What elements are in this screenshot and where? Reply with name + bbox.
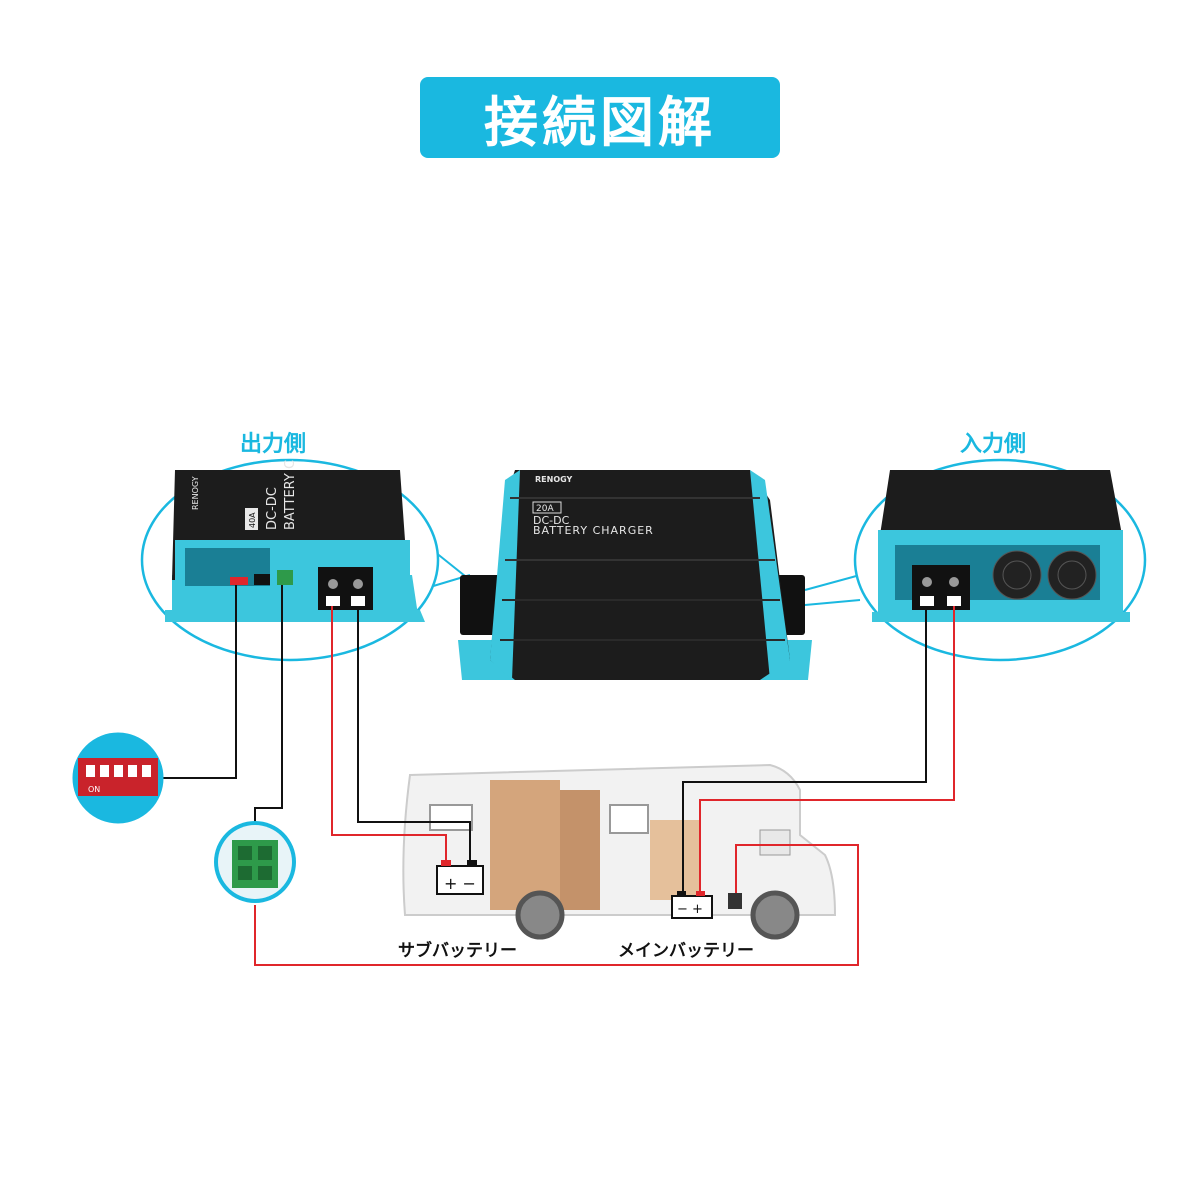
dip-switch-detail: ON — [72, 732, 164, 824]
detail-line2: BATTERY C — [283, 460, 298, 530]
ignition-relay-icon — [728, 893, 742, 909]
comm-port — [254, 574, 270, 585]
output-side-callout: RENOGY 40A DC-DC BATTERY C — [140, 458, 440, 662]
ignition-signal-wire — [254, 844, 859, 966]
main-battery-positive-wire — [699, 606, 955, 895]
right-callout-pointer — [804, 574, 861, 591]
detail-rating: 40A — [248, 512, 257, 528]
rating-text: 20A — [536, 504, 554, 514]
right-callout-pointer — [804, 599, 861, 606]
input-side-label: 入力側 — [960, 432, 1027, 457]
main-battery-negative-wire — [682, 606, 927, 895]
dip-on-label: ON — [88, 785, 100, 794]
remote-connector-port — [277, 570, 293, 585]
sub-battery-icon: + − — [436, 860, 484, 895]
remote-connector-detail — [214, 821, 296, 903]
detail-brand: RENOGY — [191, 476, 200, 510]
camper-van-illustration — [402, 763, 837, 940]
main-battery-icon: − + — [671, 891, 713, 919]
svg-text:+ −: + − — [444, 874, 476, 893]
sub-battery-label: サブバッテリー — [398, 941, 517, 961]
brand-logo: RENOGY — [535, 475, 573, 484]
input-side-callout — [853, 458, 1147, 662]
title-banner: 接続図解 — [420, 77, 780, 158]
svg-text:− +: − + — [677, 902, 703, 917]
center-charger-unit: RENOGY 20A DC-DC BATTERY CHARGER — [458, 470, 812, 680]
dip-switch-wire — [160, 585, 237, 779]
output-side-label: 出力側 — [240, 432, 307, 457]
dip-switch-port — [230, 577, 248, 585]
cabinet — [490, 780, 560, 910]
title-text: 接続図解 — [484, 90, 716, 154]
sub-battery-negative-wire — [357, 606, 471, 862]
wheel — [515, 890, 565, 940]
product-line2: BATTERY CHARGER — [533, 524, 654, 537]
product-line1: DC-DC — [533, 514, 570, 527]
fan-icon — [1047, 550, 1097, 600]
detail-line1: DC-DC — [265, 487, 280, 530]
remote-wire — [254, 585, 283, 822]
fan-icon — [992, 550, 1042, 600]
wheel — [750, 890, 800, 940]
main-battery-label: メインバッテリー — [618, 941, 754, 961]
sub-battery-positive-wire — [331, 606, 447, 862]
